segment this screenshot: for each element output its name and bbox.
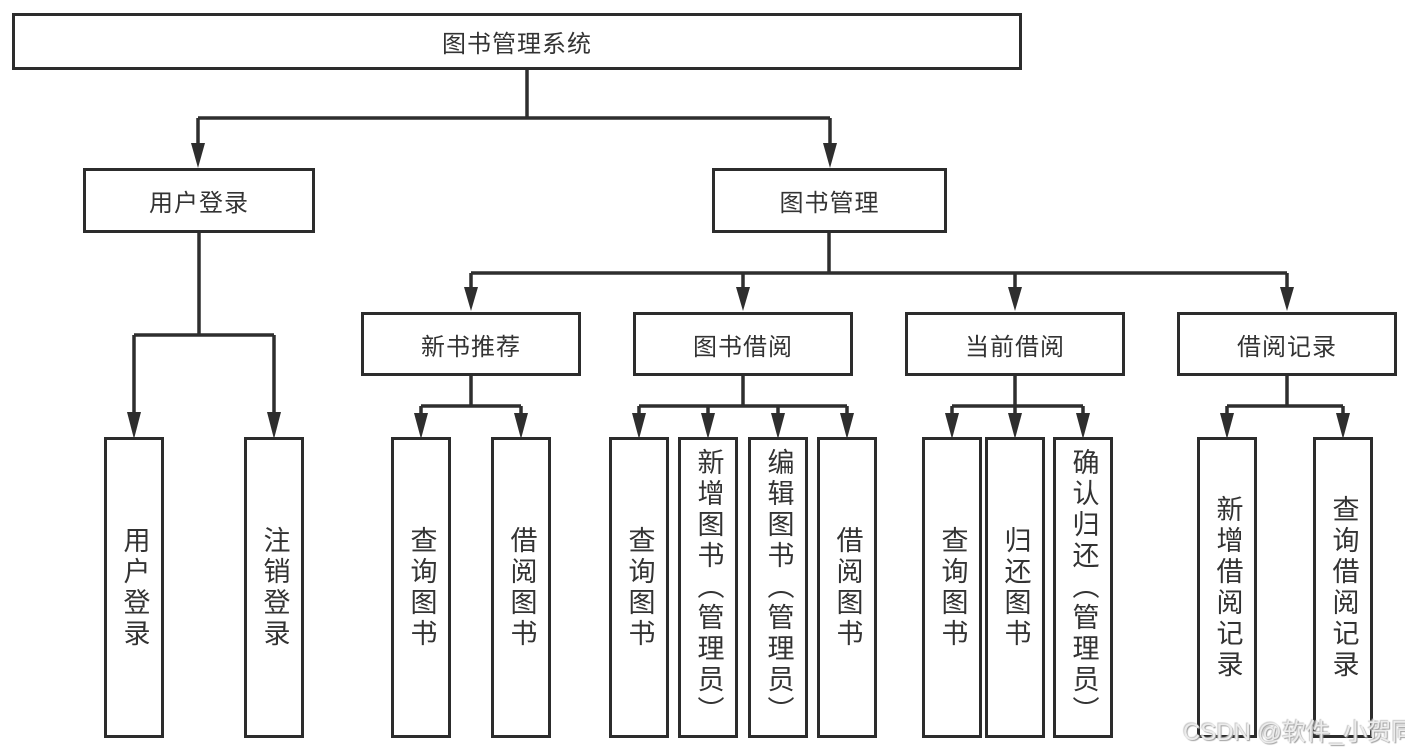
leaf-label: 借阅图书 (506, 525, 537, 650)
node-label: 图书管理 (779, 190, 880, 217)
connector-book-borrow-to-leaves (632, 376, 854, 439)
leaf-borrow-books-borrowing: 借阅图书 (817, 437, 877, 738)
leaf-edit-book-admin: 编辑图书（管理员） (748, 437, 808, 738)
connector-book-mgmt-to-level3 (464, 233, 1294, 311)
connector-borrow-records-to-leaves (1220, 376, 1350, 439)
leaf-confirm-return-admin: 确认归还（管理员） (1053, 437, 1113, 738)
node-book-management: 图书管理 (712, 168, 947, 233)
leaf-label: 查询图书 (624, 525, 655, 650)
node-user-login: 用户登录 (83, 168, 315, 233)
leaf-query-books-recommend: 查询图书 (391, 437, 451, 738)
node-new-book-recommend: 新书推荐 (361, 312, 581, 376)
leaf-label: 新增借阅记录 (1212, 494, 1243, 681)
leaf-query-borrow-record: 查询借阅记录 (1313, 437, 1373, 738)
leaf-add-borrow-record: 新增借阅记录 (1197, 437, 1257, 738)
leaf-logout: 注销登录 (244, 437, 304, 738)
node-current-borrowing: 当前借阅 (905, 312, 1125, 376)
node-label: 当前借阅 (965, 333, 1065, 361)
node-label: 借阅记录 (1237, 333, 1337, 361)
connector-current-borrow-to-leaves (945, 376, 1090, 439)
leaf-borrow-books-recommend: 借阅图书 (491, 437, 551, 738)
node-label: 图书管理系统 (442, 31, 592, 58)
node-label: 图书借阅 (693, 333, 793, 361)
connector-root-to-level2 (191, 70, 837, 168)
leaf-user-login: 用户登录 (104, 437, 164, 738)
leaf-add-book-admin: 新增图书（管理员） (678, 437, 738, 738)
node-book-borrowing: 图书借阅 (633, 312, 853, 376)
node-label: 新书推荐 (421, 333, 521, 361)
leaf-label: 注销登录 (259, 525, 290, 650)
leaf-label: 查询借阅记录 (1328, 494, 1359, 681)
leaf-label: 查询图书 (937, 525, 968, 650)
leaf-label: 确认归还（管理员） (1068, 448, 1099, 727)
leaf-label: 新增图书（管理员） (693, 448, 724, 727)
leaf-query-books-current: 查询图书 (922, 437, 982, 738)
connector-user-login-to-leaves (127, 233, 281, 439)
leaf-query-books-borrowing: 查询图书 (609, 437, 669, 738)
leaf-return-book: 归还图书 (985, 437, 1045, 738)
leaf-label: 用户登录 (119, 525, 150, 650)
connector-new-book-rec-to-leaves (414, 376, 528, 439)
leaf-label: 编辑图书（管理员） (763, 448, 794, 727)
node-root-library-system: 图书管理系统 (12, 13, 1022, 70)
leaf-label: 借阅图书 (832, 525, 863, 650)
node-label: 用户登录 (149, 190, 249, 217)
leaf-label: 查询图书 (406, 525, 437, 650)
leaf-label: 归还图书 (1000, 525, 1031, 650)
node-borrowing-records: 借阅记录 (1177, 312, 1397, 376)
